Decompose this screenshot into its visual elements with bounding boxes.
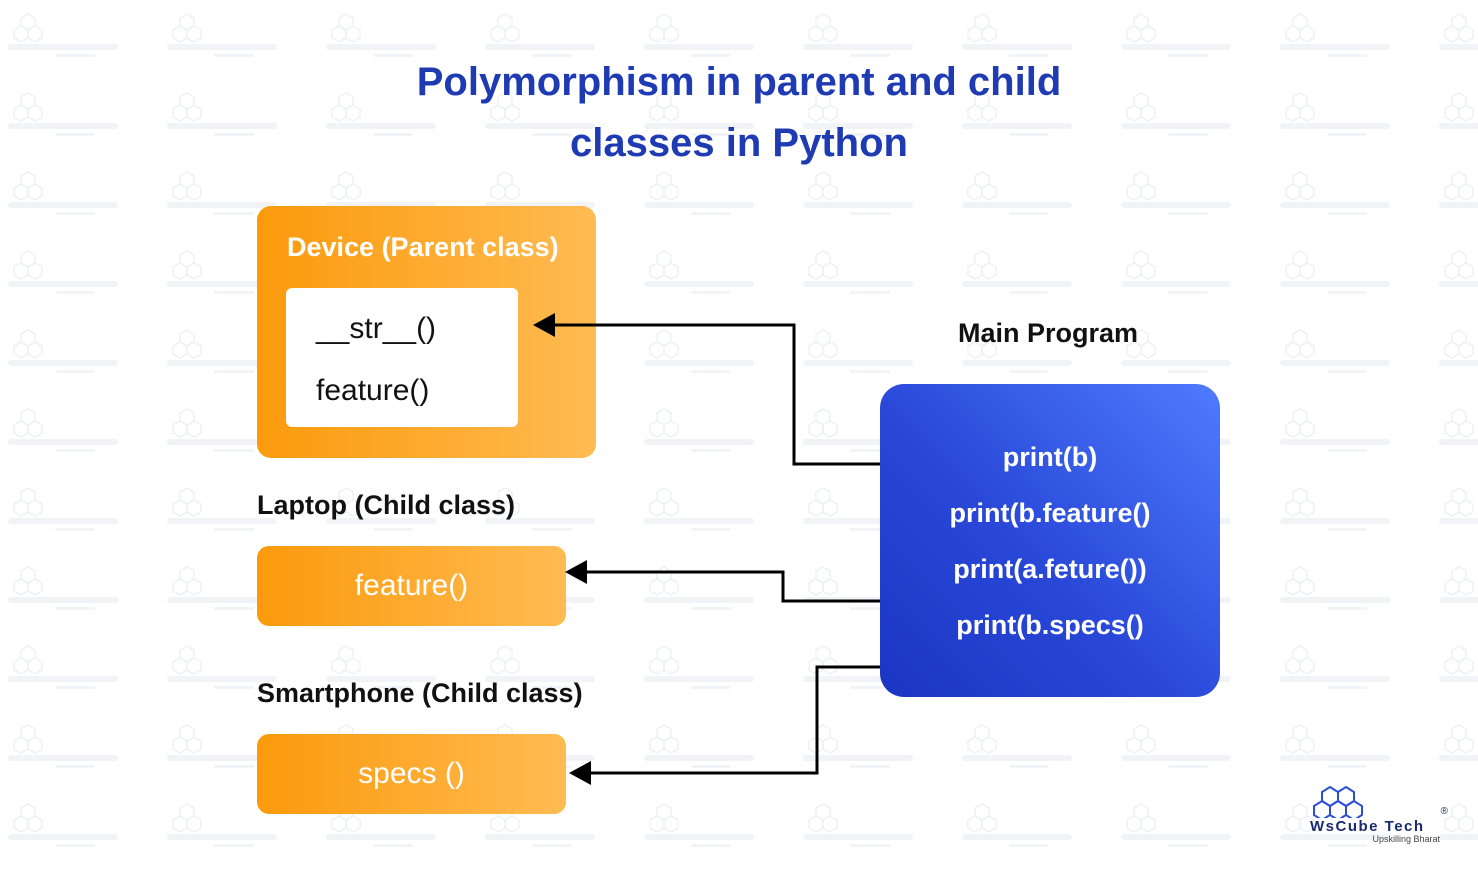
laptop-method-box: feature() [257, 546, 566, 626]
smartphone-method-box: specs () [257, 734, 566, 814]
arrow-to-laptop [584, 570, 880, 603]
wscube-logo: ® WsCube Tech Upskilling Bharat [1306, 786, 1452, 848]
laptop-class-label: Laptop (Child class) [257, 490, 516, 520]
statement-print-b-specs: print(b.specs() [956, 610, 1144, 640]
laptop-method-feature: feature() [354, 569, 469, 602]
parent-method-feature: feature() [316, 374, 430, 407]
registered-mark: ® [1440, 806, 1448, 817]
diagram-title: Polymorphism in parent and child classes… [0, 52, 1478, 174]
logo-name: WsCube Tech [1310, 818, 1425, 835]
hexagon-cluster-icon [1313, 786, 1363, 818]
smartphone-method-specs: specs () [358, 757, 465, 790]
smartphone-class-label: Smartphone (Child class) [257, 678, 583, 708]
title-line-1: Polymorphism in parent and child [416, 60, 1062, 104]
title-line-2: classes in Python [570, 121, 908, 165]
parent-class-title: Device (Parent class) [287, 232, 559, 262]
arrow-to-smartphone [588, 665, 880, 775]
parent-class-box: Device (Parent class) __str__() feature(… [257, 206, 596, 458]
logo-tagline: Upskilling Bharat [1372, 834, 1440, 844]
arrow-to-parent [552, 323, 880, 466]
main-program-box: print(b) print(b.feature() print(a.fetur… [880, 384, 1220, 697]
arrow-left-icon [565, 560, 587, 584]
parent-method-str: __str__() [316, 312, 437, 345]
main-program-label: Main Program [958, 318, 1139, 348]
parent-methods-card: __str__() feature() [286, 288, 518, 427]
statement-print-b: print(b) [1002, 442, 1098, 472]
statement-print-a-feature: print(a.feture()) [953, 554, 1147, 584]
statement-print-b-feature: print(b.feature() [949, 498, 1151, 528]
arrow-left-icon [533, 313, 555, 337]
arrow-left-icon [569, 761, 591, 785]
